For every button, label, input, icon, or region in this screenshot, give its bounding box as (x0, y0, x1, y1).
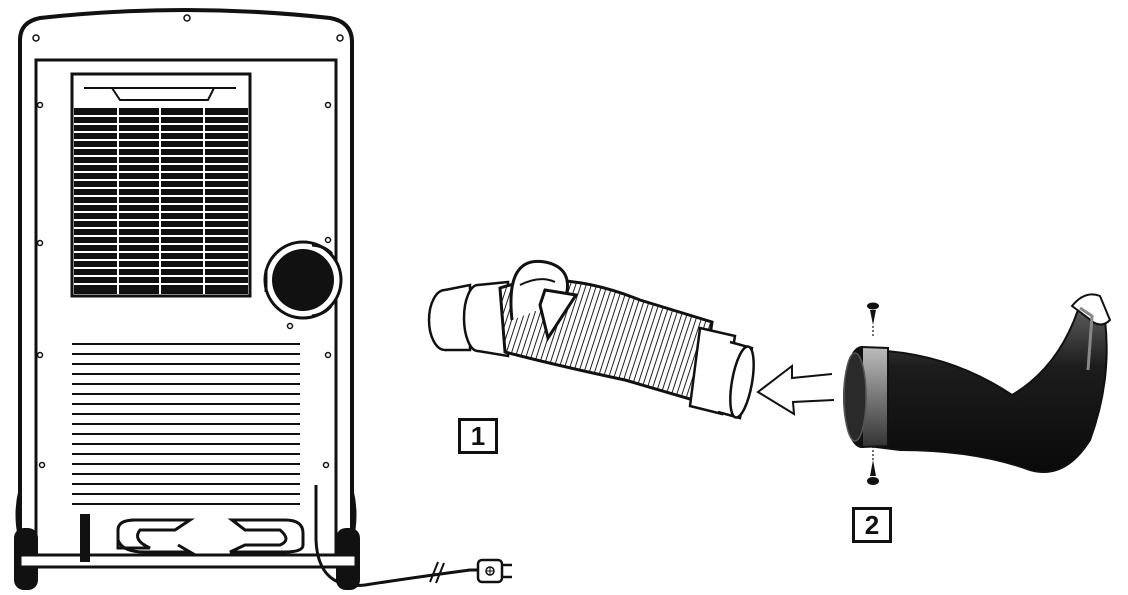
power-cord (314, 485, 478, 587)
step-label-1: 1 (458, 418, 498, 454)
plug-icon (476, 558, 512, 584)
left-handle-slot (116, 518, 195, 550)
air-conditioner-icon (14, 8, 512, 590)
exhaust-outlet-icon (263, 240, 343, 320)
screw-icon (867, 446, 879, 485)
hose-end-connector (427, 280, 510, 358)
exhaust-hose-icon (427, 259, 755, 420)
drain-plug-icon (80, 514, 90, 562)
adapter-ring (843, 345, 889, 449)
step-label-2: 2 (852, 507, 892, 543)
twist-arrow-icon (509, 259, 579, 342)
unit-base (14, 485, 512, 590)
adapter-body (858, 308, 1108, 473)
screw-icon (867, 302, 879, 338)
lower-louvers (72, 343, 300, 505)
hose-right-connector (688, 326, 755, 420)
assembly-arrow-icon (756, 363, 835, 416)
body-screws (32, 14, 344, 469)
right-handle-slot (227, 518, 305, 554)
upper-grille (70, 72, 252, 298)
window-adapter-icon (843, 293, 1112, 473)
